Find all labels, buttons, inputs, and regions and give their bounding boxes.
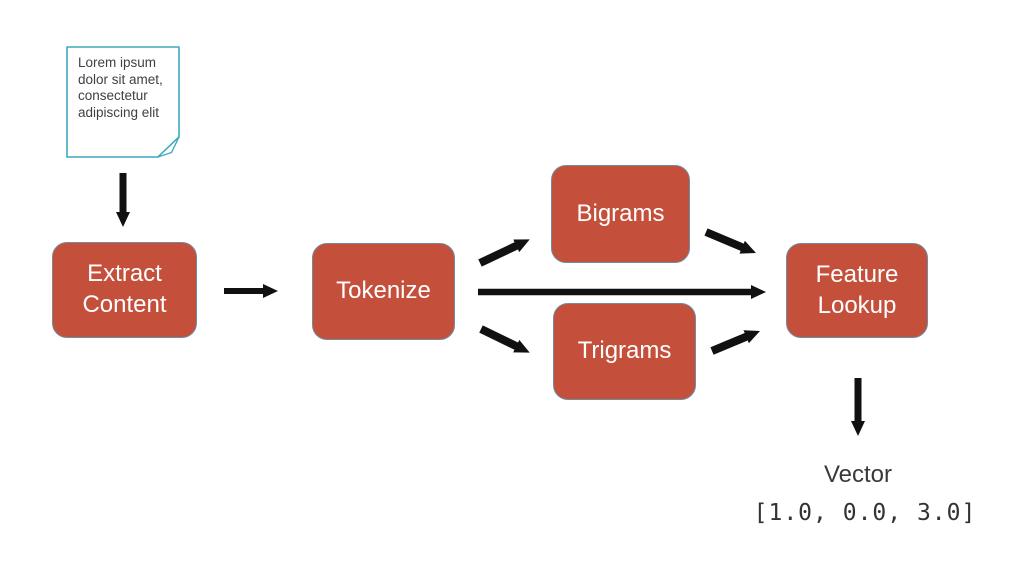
output-vector-value: [1.0, 0.0, 3.0]: [753, 500, 977, 526]
node-extract-content-label: Extract Content: [82, 260, 167, 318]
node-extract-content: Extract Content: [52, 242, 197, 338]
arrow-bigrams-to-feature: [704, 228, 756, 254]
arrow-trigrams-to-feature: [710, 330, 760, 355]
node-tokenize-label: Tokenize: [336, 277, 431, 305]
node-trigrams-label: Trigrams: [577, 337, 672, 365]
node-bigrams: Bigrams: [551, 165, 690, 263]
node-bigrams-label: Bigrams: [576, 199, 665, 227]
arrow-tokenize-to-trigrams: [479, 325, 530, 353]
document-note-shape: [66, 46, 180, 158]
output-vector-label: Vector: [823, 461, 893, 488]
note-folded-corner-icon: [157, 136, 180, 158]
node-feature-lookup-label: Feature Lookup: [815, 260, 899, 319]
note-text: Lorem ipsum dolor sit amet, consectetur …: [78, 55, 163, 121]
arrow-tokenize-to-bigrams: [478, 239, 530, 267]
node-feature-lookup: Feature Lookup: [786, 243, 928, 338]
node-tokenize: Tokenize: [312, 243, 455, 340]
node-trigrams: Trigrams: [553, 303, 696, 400]
document-note: Lorem ipsum dolor sit amet, consectetur …: [66, 46, 180, 158]
